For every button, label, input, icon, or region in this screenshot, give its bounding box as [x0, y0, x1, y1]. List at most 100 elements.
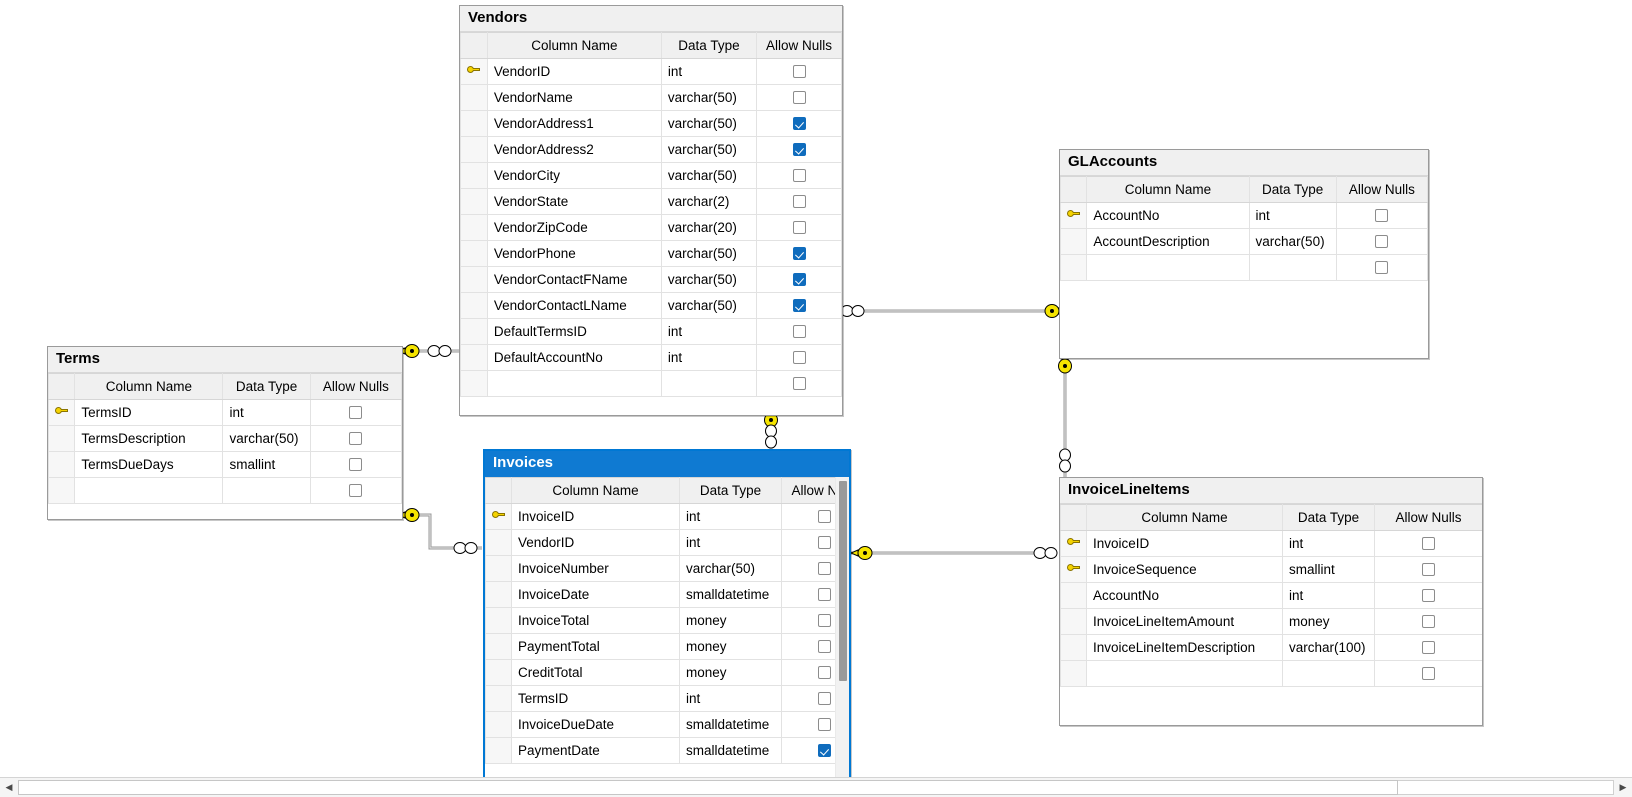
table-vertical-scroll-thumb[interactable]: [839, 481, 847, 681]
allow-nulls-checkbox[interactable]: [818, 613, 831, 627]
column-name-cell[interactable]: AccountNo: [1086, 582, 1283, 609]
column-header-column-name[interactable]: Column Name: [511, 477, 680, 504]
empty-new-row[interactable]: [48, 477, 402, 504]
column-name-cell[interactable]: InvoiceDate: [511, 581, 680, 608]
allow-nulls-checkbox[interactable]: [818, 639, 831, 653]
allow-nulls-checkbox[interactable]: [792, 376, 806, 390]
allow-nulls-cell[interactable]: [756, 370, 842, 397]
allow-nulls-checkbox[interactable]: [349, 457, 363, 471]
allow-nulls-checkbox[interactable]: [1375, 260, 1389, 274]
column-header-data-type[interactable]: Data Type: [222, 373, 311, 400]
allow-nulls-cell[interactable]: [1374, 582, 1482, 609]
data-type-cell[interactable]: int: [1248, 202, 1337, 229]
table-title[interactable]: Vendors: [460, 6, 842, 32]
allow-nulls-checkbox[interactable]: [818, 587, 831, 601]
data-type-cell[interactable]: int: [679, 503, 782, 530]
scroll-thumb[interactable]: [18, 780, 1398, 795]
row-key-cell[interactable]: [485, 503, 512, 530]
data-type-cell[interactable]: money: [679, 633, 782, 660]
row-key-cell[interactable]: [1060, 556, 1087, 583]
allow-nulls-checkbox-checked[interactable]: [792, 298, 806, 312]
row-key-cell[interactable]: [485, 737, 512, 764]
allow-nulls-cell[interactable]: [756, 240, 842, 267]
row-key-cell[interactable]: [48, 451, 76, 478]
column-name-cell[interactable]: CreditTotal: [511, 659, 680, 686]
data-type-cell[interactable]: int: [679, 685, 782, 712]
column-name-cell[interactable]: VendorID: [486, 58, 662, 85]
row-key-cell[interactable]: [485, 607, 512, 634]
data-type-cell[interactable]: money: [679, 607, 782, 634]
data-type-cell[interactable]: varchar(100): [1282, 634, 1375, 661]
allow-nulls-checkbox[interactable]: [792, 220, 806, 234]
allow-nulls-checkbox-checked[interactable]: [792, 142, 806, 156]
column-name-cell[interactable]: VendorState: [486, 188, 662, 215]
column-name-cell[interactable]: AccountDescription: [1086, 228, 1250, 255]
row-key-cell[interactable]: [485, 581, 512, 608]
column-name-cell[interactable]: VendorContactLName: [486, 292, 662, 319]
column-header-column-name[interactable]: Column Name: [1086, 176, 1250, 203]
relationship-terms-invoices[interactable]: [397, 508, 482, 554]
allow-nulls-cell[interactable]: [1374, 556, 1482, 583]
empty-new-row[interactable]: [1060, 254, 1428, 281]
column-name-cell[interactable]: [1086, 254, 1250, 281]
allow-nulls-checkbox[interactable]: [818, 535, 831, 549]
column-name-cell[interactable]: VendorAddress2: [486, 136, 662, 163]
allow-nulls-cell[interactable]: [309, 451, 402, 478]
row-key-cell[interactable]: [460, 162, 488, 189]
data-type-cell[interactable]: [660, 370, 758, 397]
data-type-cell[interactable]: varchar(50): [660, 136, 758, 163]
data-type-cell[interactable]: int: [1282, 530, 1375, 557]
allow-nulls-checkbox[interactable]: [1422, 640, 1435, 654]
row-key-cell[interactable]: [460, 214, 488, 241]
allow-nulls-cell[interactable]: [756, 162, 842, 189]
allow-nulls-checkbox[interactable]: [1422, 562, 1435, 576]
data-type-cell[interactable]: int: [679, 529, 782, 556]
row-key-cell[interactable]: [460, 188, 488, 215]
allow-nulls-checkbox[interactable]: [818, 717, 831, 731]
row-key-cell[interactable]: [460, 318, 488, 345]
scroll-right-arrow-icon[interactable]: ▶: [1619, 782, 1627, 792]
row-key-cell[interactable]: [460, 266, 488, 293]
row-key-cell[interactable]: [48, 425, 76, 452]
data-type-cell[interactable]: int: [660, 58, 758, 85]
data-type-cell[interactable]: int: [222, 399, 311, 426]
column-name-cell[interactable]: InvoiceID: [511, 503, 680, 530]
allow-nulls-checkbox[interactable]: [818, 561, 831, 575]
column-header-allow-nulls[interactable]: Allow Nulls: [1335, 176, 1428, 203]
allow-nulls-checkbox-checked[interactable]: [818, 743, 831, 757]
row-key-cell[interactable]: [485, 685, 512, 712]
data-type-cell[interactable]: smallint: [1282, 556, 1375, 583]
column-name-cell[interactable]: VendorPhone: [486, 240, 662, 267]
data-type-cell[interactable]: [1248, 254, 1337, 281]
column-header-data-type[interactable]: Data Type: [1282, 504, 1375, 531]
column-name-cell[interactable]: InvoiceLineItemAmount: [1086, 608, 1283, 635]
data-type-cell[interactable]: int: [660, 318, 758, 345]
data-type-cell[interactable]: varchar(50): [679, 555, 782, 582]
data-type-cell[interactable]: varchar(2): [660, 188, 758, 215]
column-name-cell[interactable]: TermsID: [511, 685, 680, 712]
allow-nulls-checkbox-checked[interactable]: [792, 272, 806, 286]
row-key-cell[interactable]: [460, 344, 488, 371]
column-name-cell[interactable]: VendorContactFName: [486, 266, 662, 293]
row-key-cell[interactable]: [1060, 254, 1088, 281]
column-name-cell[interactable]: InvoiceNumber: [511, 555, 680, 582]
column-name-cell[interactable]: InvoiceDueDate: [511, 711, 680, 738]
column-name-cell[interactable]: DefaultTermsID: [486, 318, 662, 345]
